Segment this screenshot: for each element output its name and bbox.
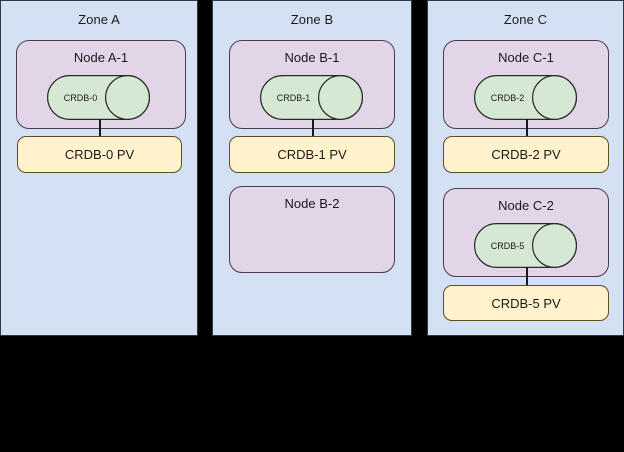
database-cylinder-crdb-1[interactable]: CRDB-1	[260, 75, 363, 120]
cylinder-shape-icon	[260, 75, 363, 120]
node-label-b-1: Node B-1	[284, 50, 340, 65]
pv-box-crdb-0[interactable]: CRDB-0 PV	[17, 136, 182, 173]
zone-label-b: Zone B	[290, 12, 334, 27]
node-label-b-2: Node B-2	[284, 196, 340, 211]
pv-label-crdb-1: CRDB-1 PV	[277, 147, 347, 162]
connector-node-c-2-to-pv	[526, 267, 528, 286]
cylinder-shape-icon	[47, 75, 150, 120]
pv-box-crdb-2[interactable]: CRDB-2 PV	[443, 136, 609, 173]
cylinder-shape-icon	[474, 223, 577, 268]
zone-label-a: Zone A	[78, 12, 120, 27]
database-cylinder-crdb-0[interactable]: CRDB-0	[47, 75, 150, 120]
database-cylinder-crdb-5[interactable]: CRDB-5	[474, 223, 577, 268]
node-label-c-2: Node C-2	[498, 198, 554, 213]
node-label-c-1: Node C-1	[498, 50, 554, 65]
cylinder-shape-icon	[474, 75, 577, 120]
connector-node-b-1-to-pv	[312, 119, 314, 137]
pv-label-crdb-2: CRDB-2 PV	[491, 147, 561, 162]
connector-node-a-1-to-pv	[99, 119, 101, 137]
pv-box-crdb-1[interactable]: CRDB-1 PV	[229, 136, 395, 173]
pv-label-crdb-0: CRDB-0 PV	[64, 147, 135, 162]
pv-label-crdb-5: CRDB-5 PV	[491, 295, 561, 311]
zone-label-c: Zone C	[503, 12, 548, 27]
connector-node-c-1-to-pv	[526, 119, 528, 137]
database-cylinder-crdb-2[interactable]: CRDB-2	[474, 75, 577, 120]
node-label-a-1: Node A-1	[73, 50, 129, 65]
pv-box-crdb-5[interactable]: CRDB-5 PV	[443, 285, 609, 321]
node-box-b-2[interactable]: Node B-2	[229, 186, 395, 273]
